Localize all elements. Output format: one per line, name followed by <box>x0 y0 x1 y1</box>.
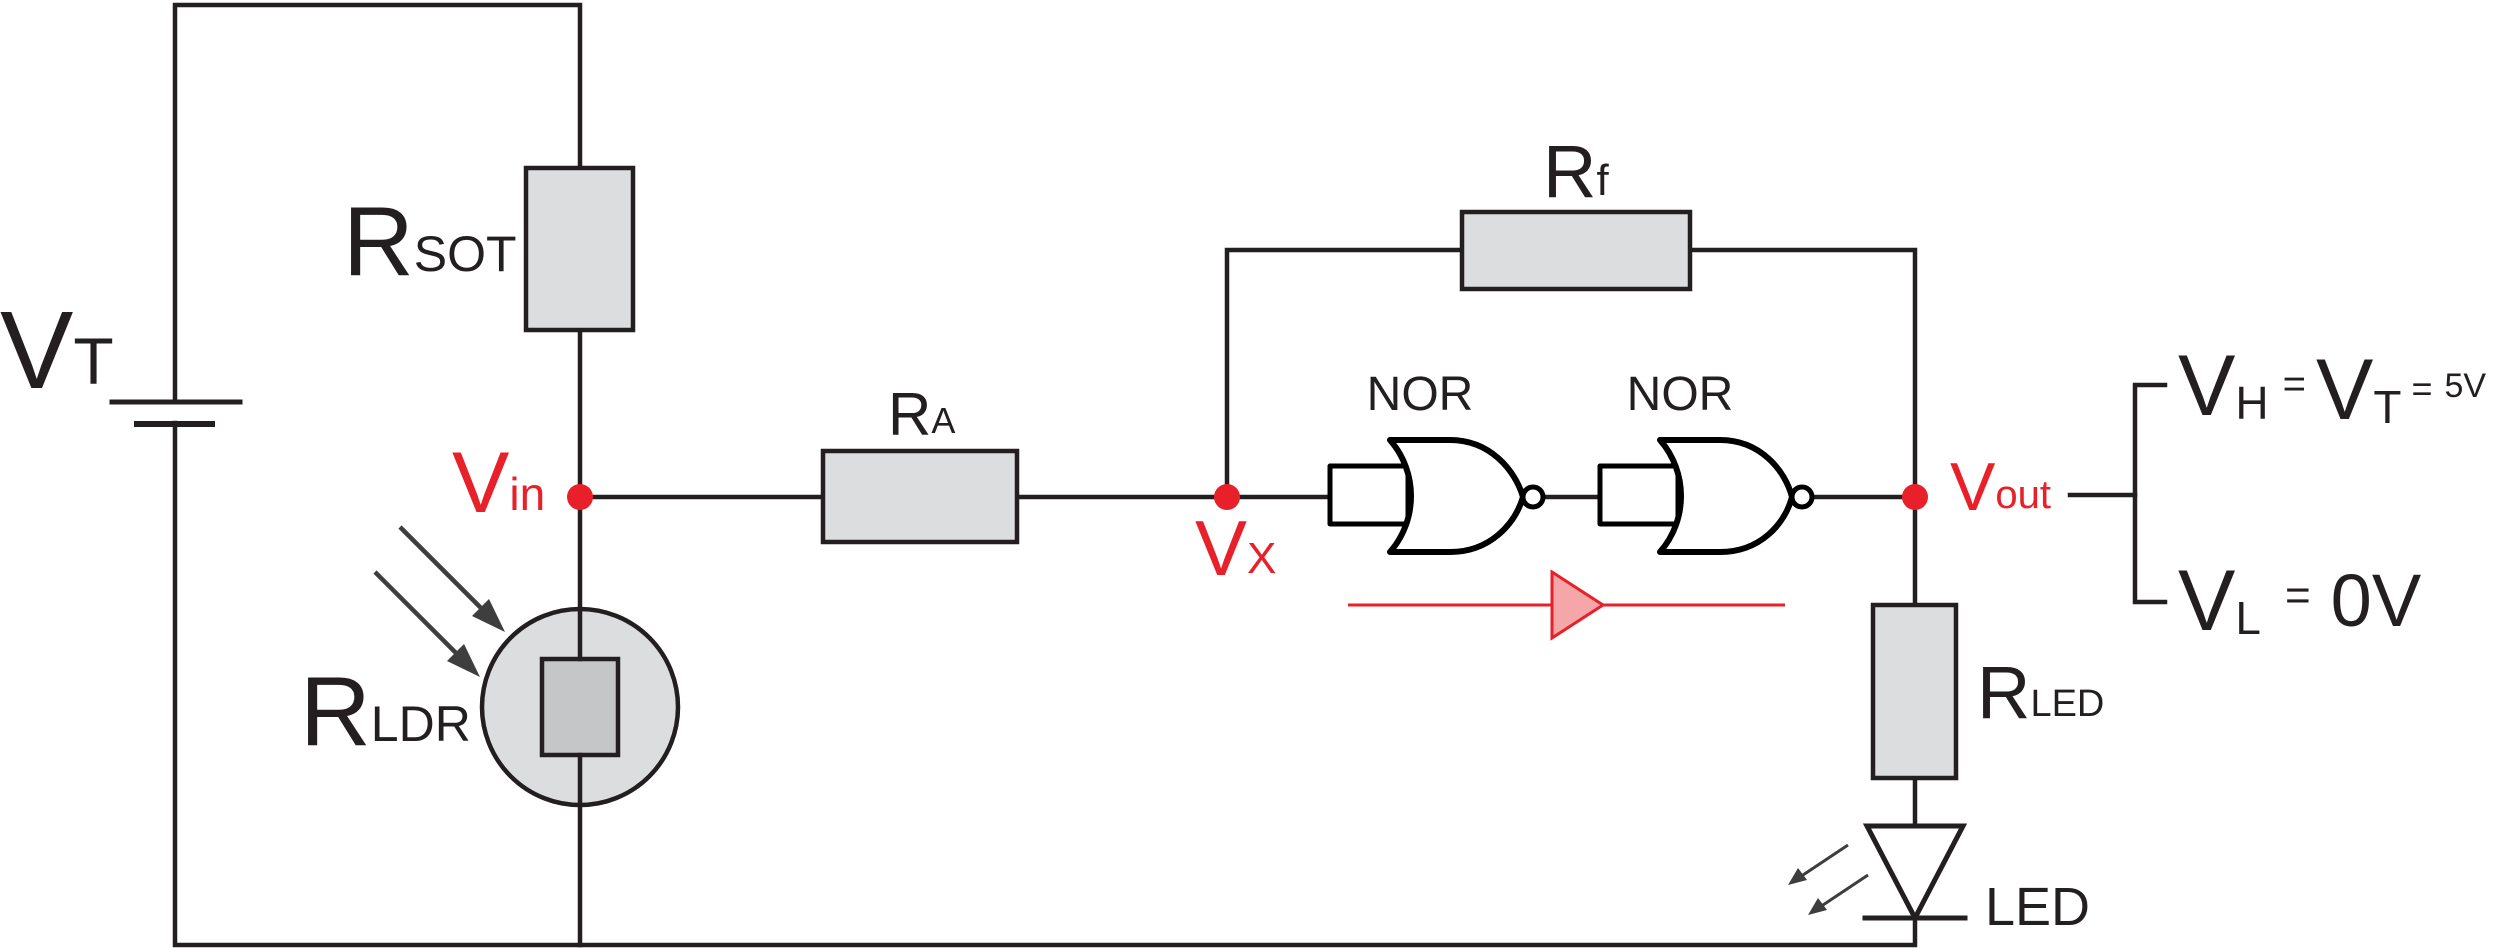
label-vl-eq: VL=0V <box>2178 553 2422 649</box>
led-diode <box>1862 823 1968 924</box>
node-vx <box>1214 484 1240 510</box>
label-vout: Vout <box>1950 449 2051 525</box>
label-vin: Vin <box>452 435 545 531</box>
wire-supply-left <box>172 2 583 405</box>
light-arrows-icon <box>373 525 505 677</box>
label-nor1: NOR <box>1367 368 1474 421</box>
resistor-rf <box>1459 209 1693 292</box>
node-vout <box>1902 484 1928 510</box>
label-vh-eq: VH=VT=5V <box>2178 338 2486 438</box>
output-bracket <box>2132 382 2168 605</box>
label-led: LED <box>1985 877 2090 937</box>
wire-vx-rf <box>1224 247 1465 500</box>
label-vt: VT <box>0 289 114 412</box>
wire-supply-left-bottom <box>172 420 1918 948</box>
wires <box>172 2 2168 948</box>
label-nor2: NOR <box>1627 368 1734 421</box>
resistor-rsot <box>523 165 636 333</box>
wire-rf-vout <box>1687 247 1918 500</box>
resistor-ra <box>820 448 1020 545</box>
node-vin <box>567 484 593 510</box>
label-rldr: RLDR <box>300 656 471 766</box>
label-ra: RA <box>888 381 955 448</box>
label-rsot: RSOT <box>343 186 517 296</box>
label-rled: RLED <box>1977 651 2104 734</box>
nor-gate-2 <box>1597 437 1815 555</box>
label-vx: VX <box>1195 504 1276 592</box>
nor-gate-1 <box>1327 437 1546 555</box>
ldr-photoresistor <box>479 606 681 808</box>
led-emission-arrows-icon <box>1788 843 1869 915</box>
signal-flow-arrow-icon <box>1348 569 1785 641</box>
battery-vt <box>109 399 243 427</box>
label-rf: Rf <box>1543 130 1609 213</box>
resistor-rled <box>1870 602 1959 781</box>
